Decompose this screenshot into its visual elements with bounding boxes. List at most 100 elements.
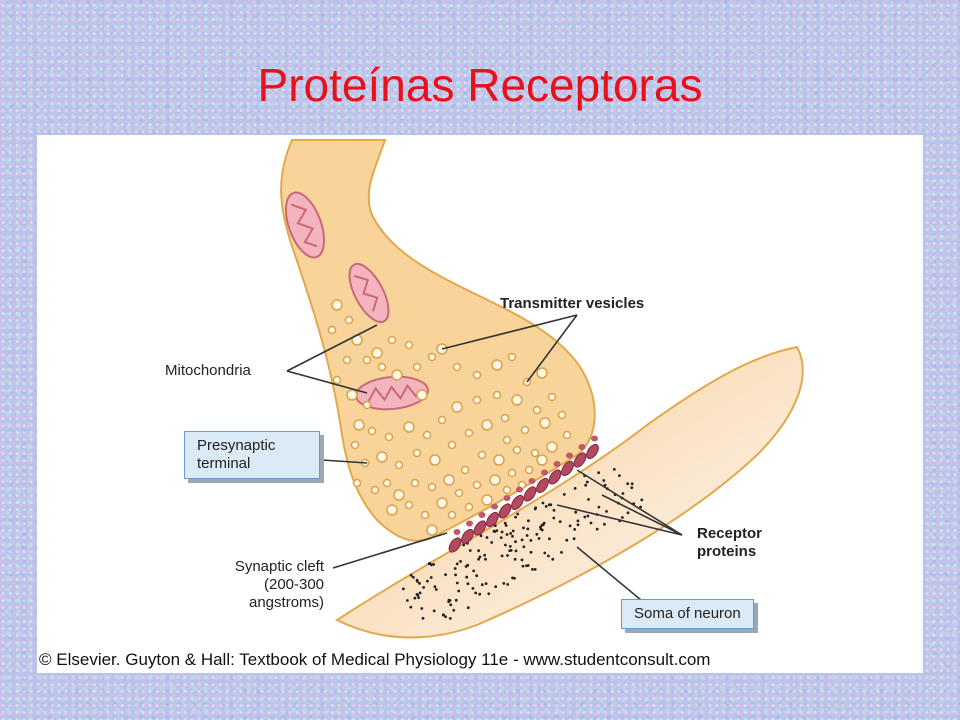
cleft-dot — [573, 528, 577, 531]
transmitter-vesicles — [327, 299, 572, 536]
receptor-proteins-label: Receptor proteins — [697, 525, 762, 561]
cleft-dot — [457, 589, 461, 593]
cleft-dot — [529, 539, 533, 542]
cleft-dot — [402, 587, 405, 591]
vesicle — [353, 419, 365, 431]
receptor-protein — [461, 528, 474, 545]
vesicle — [489, 474, 501, 486]
mitochondria-label: Mitochondria — [165, 362, 251, 379]
cleft-dot — [466, 563, 470, 567]
vesicle — [342, 355, 352, 365]
cleft-dot — [597, 471, 600, 475]
cleft-dot — [475, 574, 479, 578]
cleft-dot — [514, 549, 518, 553]
cleft-dot — [549, 503, 553, 507]
vesicle — [472, 395, 482, 405]
cleft-dot — [434, 588, 438, 591]
vesicle — [387, 335, 397, 345]
cleft-dot — [426, 579, 429, 583]
transmitter-vesicles-label: Transmitter vesicles — [500, 295, 645, 312]
vesicle — [404, 500, 414, 510]
vesicle — [427, 352, 437, 362]
cleft-dot — [602, 479, 606, 482]
cleft-dot — [630, 482, 634, 486]
cleft-dot — [585, 480, 589, 484]
synaptic-cleft-label: Synaptic cleft (200-300 angstroms) — [205, 558, 324, 612]
cleft-dot — [484, 557, 487, 561]
vesicle — [384, 432, 394, 442]
receptor-protein — [536, 477, 549, 494]
cleft-dot — [454, 598, 458, 602]
cleft-dot — [621, 516, 624, 519]
vesicle — [472, 370, 482, 380]
vesicle — [371, 347, 383, 359]
cleft-dot — [513, 557, 517, 561]
vesicle — [391, 369, 403, 381]
cleft-dot — [409, 573, 413, 577]
cleft-dot — [495, 529, 499, 532]
vesicle — [382, 478, 392, 488]
cleft-dot — [618, 474, 621, 477]
cleft-dot — [465, 575, 469, 579]
vesicle — [420, 510, 430, 520]
cleft-dot — [487, 592, 491, 596]
cleft-dot — [452, 608, 456, 612]
vesicle — [511, 394, 523, 406]
cleft-dot — [413, 596, 417, 600]
vesicle — [481, 419, 493, 431]
vesicle — [512, 445, 522, 455]
cleft-dot — [595, 527, 599, 531]
cleft-dot — [421, 616, 425, 620]
synaptic-cleft-line-1: Synaptic cleft — [234, 558, 325, 575]
cleft-dot — [417, 596, 420, 599]
membrane-protein — [466, 520, 473, 527]
membrane-protein — [528, 478, 536, 484]
vesicle — [344, 315, 354, 325]
cleft-dot — [422, 586, 425, 589]
cleft-dot — [406, 599, 409, 602]
vesicle — [416, 389, 428, 401]
cleft-dot — [520, 538, 524, 542]
membrane-protein — [553, 461, 561, 467]
vesicle — [546, 441, 558, 453]
cleft-dot — [537, 537, 541, 540]
vesicle — [386, 504, 398, 516]
receptor-protein — [573, 452, 587, 468]
vesicle — [447, 510, 457, 520]
vesicle — [412, 362, 422, 372]
membrane-protein — [503, 495, 511, 501]
cleft-dot — [514, 515, 517, 519]
membrane-protein — [541, 469, 548, 476]
cleft-dot — [466, 582, 470, 586]
vesicle — [507, 352, 517, 362]
cleft-dot — [449, 603, 453, 607]
vesicle — [437, 415, 447, 425]
vesicle — [454, 488, 464, 498]
vesicle — [377, 362, 387, 372]
copyright-credit: © Elsevier. Guyton & Hall: Textbook of M… — [39, 650, 711, 669]
cleft-dot — [525, 534, 529, 537]
cleft-dot — [484, 582, 488, 585]
cleft-dot — [508, 549, 512, 552]
cleft-dot — [504, 524, 508, 527]
cleft-dot — [477, 557, 480, 561]
cleft-dot — [504, 543, 507, 547]
vesicle — [362, 355, 372, 365]
cleft-dot — [576, 519, 580, 523]
mitochondria-group — [284, 191, 429, 411]
cleft-dot — [626, 511, 630, 515]
cleft-dot — [444, 573, 447, 576]
vesicle — [443, 474, 455, 486]
cleft-dot — [433, 585, 437, 589]
cleft-dot — [527, 519, 530, 523]
cleft-dot — [584, 483, 588, 487]
vesicle — [530, 448, 540, 458]
cleft-dot — [548, 537, 551, 541]
cleft-dot — [418, 582, 421, 585]
cleft-dot — [511, 529, 515, 533]
cleft-dot — [543, 551, 547, 555]
cleft-dot — [552, 516, 556, 520]
cleft-dot — [511, 576, 514, 580]
cleft-dot — [478, 555, 482, 559]
receptor-protein — [511, 494, 524, 511]
